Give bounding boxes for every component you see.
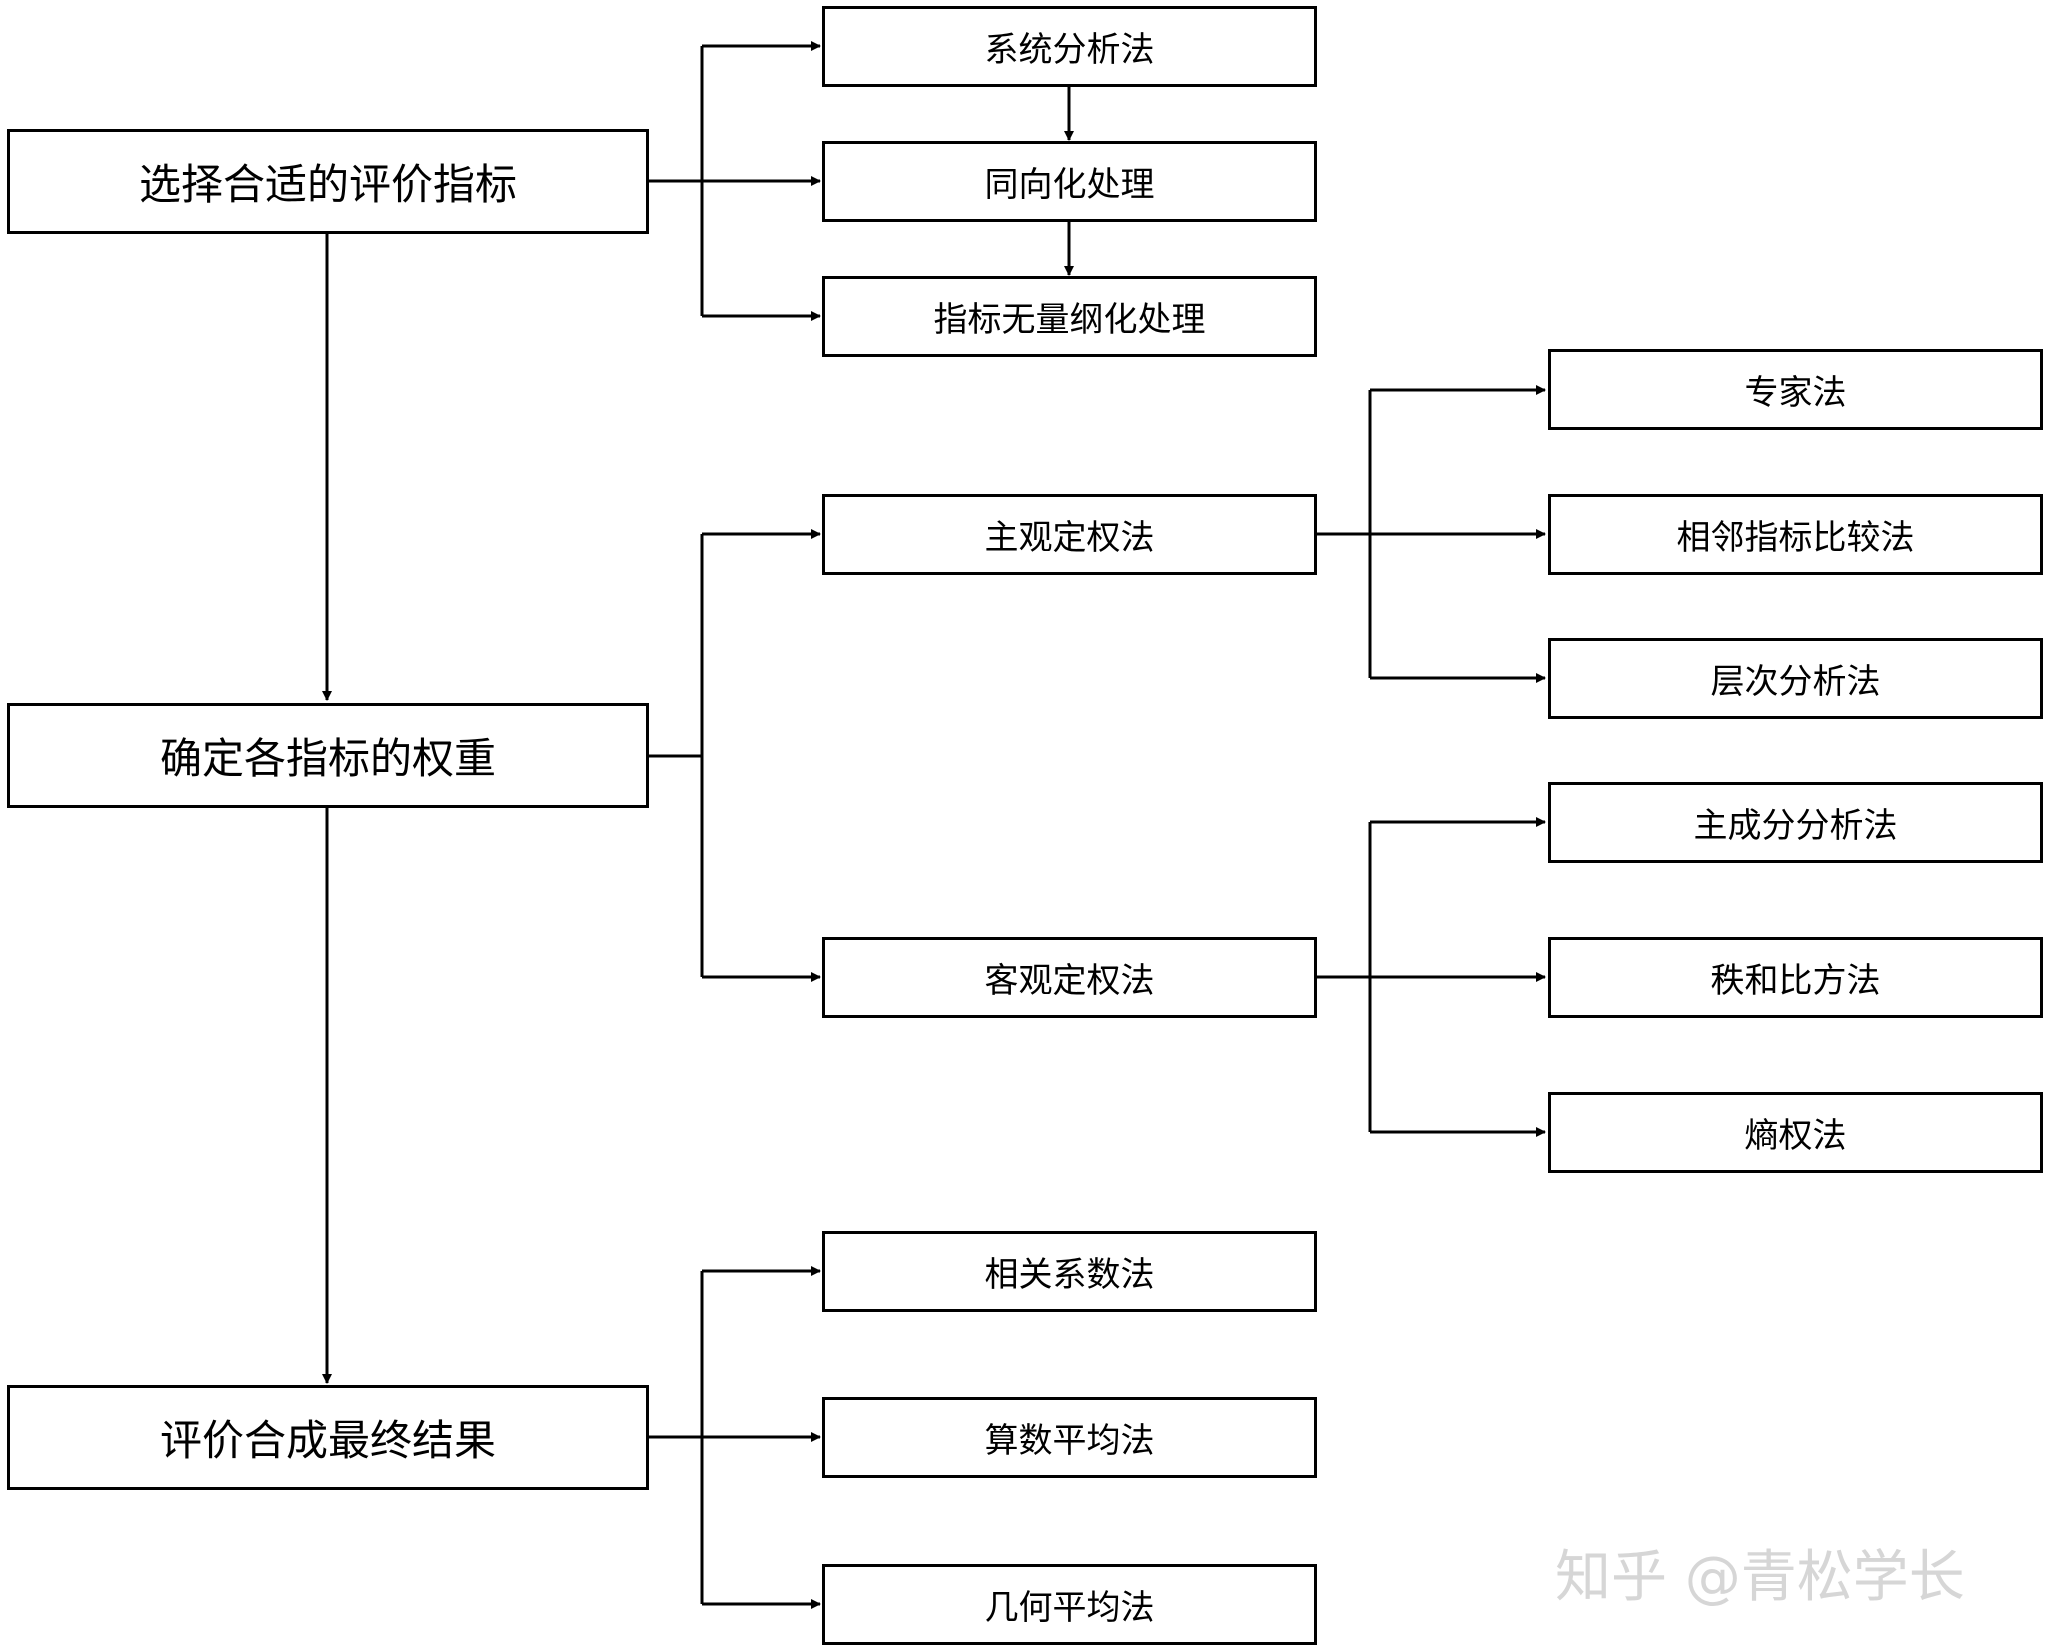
watermark: 知乎 @青松学长 — [1555, 1545, 1965, 1610]
box-arithmetic-mean: 算数平均法 — [822, 1397, 1317, 1478]
box-geometric-mean: 几何平均法 — [822, 1564, 1317, 1645]
box-dimensionless: 指标无量纲化处理 — [822, 276, 1317, 357]
box-ahp: 层次分析法 — [1548, 638, 2043, 719]
box-expert-method: 专家法 — [1548, 349, 2043, 430]
step-select-indicators: 选择合适的评价指标 — [7, 129, 649, 234]
box-entropy-weight: 熵权法 — [1548, 1092, 2043, 1173]
box-same-direction: 同向化处理 — [822, 141, 1317, 222]
box-system-analysis: 系统分析法 — [822, 6, 1317, 87]
box-pca: 主成分分析法 — [1548, 782, 2043, 863]
box-rank-sum-ratio: 秩和比方法 — [1548, 937, 2043, 1018]
box-objective-weighting: 客观定权法 — [822, 937, 1317, 1018]
step-determine-weights: 确定各指标的权重 — [7, 703, 649, 808]
box-subjective-weighting: 主观定权法 — [822, 494, 1317, 575]
step-synthesize-result: 评价合成最终结果 — [7, 1385, 649, 1490]
box-correlation-coefficient: 相关系数法 — [822, 1231, 1317, 1312]
box-adjacent-comparison: 相邻指标比较法 — [1548, 494, 2043, 575]
